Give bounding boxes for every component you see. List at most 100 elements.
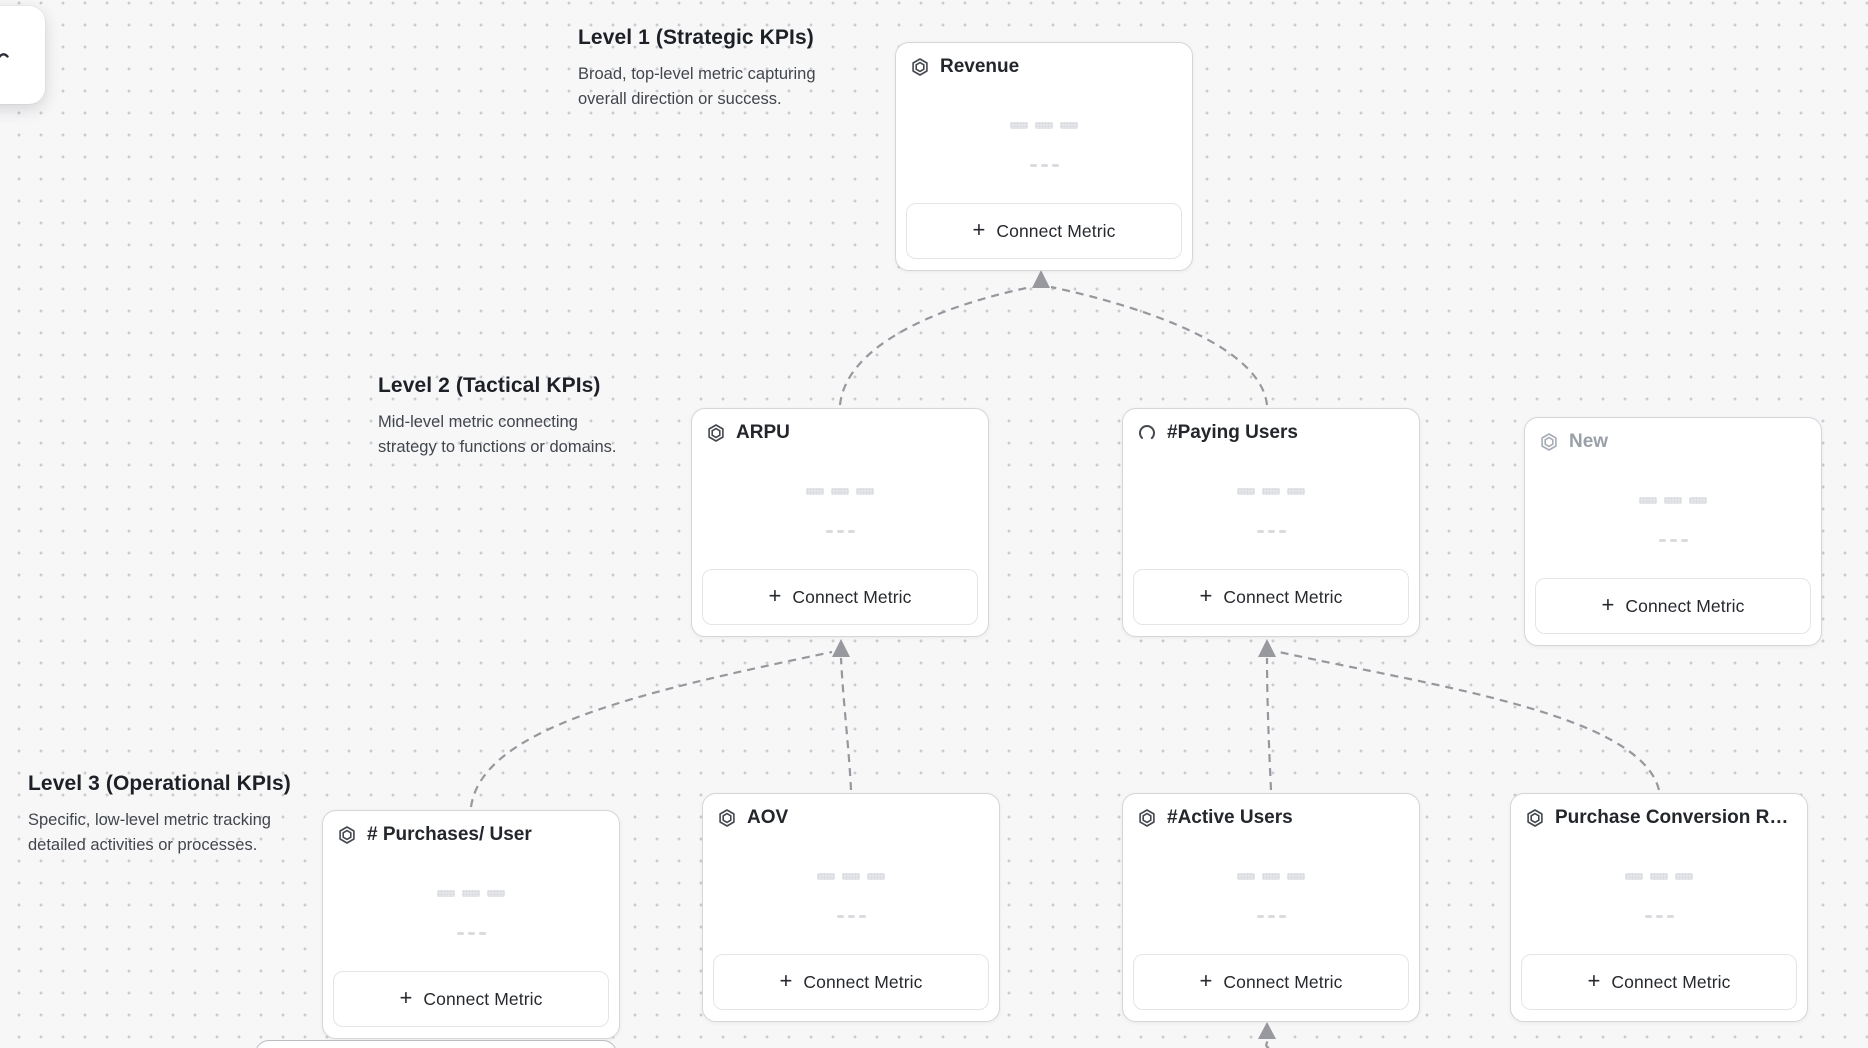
edge-purchases-to-arpu — [469, 650, 833, 808]
hexagon-icon — [706, 423, 726, 443]
connect-metric-label: Connect Metric — [1223, 971, 1343, 992]
level-1-title: Level 1 (Strategic KPIs) — [578, 26, 814, 49]
edge-arrowhead-activeusers — [1258, 1022, 1276, 1039]
card-header: #Active Users — [1137, 807, 1407, 829]
connect-metric-label: Connect Metric — [1611, 971, 1731, 992]
plus-icon: + — [779, 968, 793, 993]
edge-payingusers-to-revenue — [1050, 285, 1269, 406]
toolbar-panel-fragment[interactable] — [0, 6, 45, 104]
skeleton-axis-placeholder — [323, 932, 619, 935]
card-title: New — [1569, 431, 1609, 452]
connect-metric-label: Connect Metric — [996, 220, 1116, 241]
metric-card-purchase-conversion-rate[interactable]: Purchase Conversion Rate + Connect Metri… — [1510, 793, 1808, 1022]
level-1-desc-line2: overall direction or success. — [578, 90, 782, 108]
metric-card-new[interactable]: New + Connect Metric — [1524, 417, 1822, 646]
skeleton-axis-placeholder — [896, 164, 1192, 167]
skeleton-chart-placeholder — [1511, 873, 1807, 880]
level-3-desc-line1: Specific, low-level metric tracking — [28, 811, 271, 829]
level-1-desc-line1: Broad, top-level metric capturing — [578, 65, 816, 83]
cursor-glyph-icon — [0, 53, 9, 59]
metric-card-revenue[interactable]: Revenue + Connect Metric — [895, 42, 1193, 271]
spinner-icon — [1137, 423, 1157, 443]
card-title: Purchase Conversion Rate — [1555, 807, 1795, 828]
connect-metric-button[interactable]: + Connect Metric — [906, 203, 1182, 259]
connect-metric-button[interactable]: + Connect Metric — [333, 971, 609, 1027]
skeleton-axis-placeholder — [1511, 915, 1807, 918]
connect-metric-label: Connect Metric — [1625, 595, 1745, 616]
connect-metric-label: Connect Metric — [792, 586, 912, 607]
hexagon-icon — [1525, 808, 1545, 828]
level-2-label: Level 2 (Tactical KPIs) Mid-level metric… — [378, 374, 616, 460]
hexagon-icon — [717, 808, 737, 828]
metric-card-partial-bottom[interactable] — [255, 1040, 617, 1048]
card-title: Revenue — [940, 56, 1020, 77]
skeleton-chart-placeholder — [323, 890, 619, 897]
card-title: #Paying Users — [1167, 422, 1298, 443]
metric-card-arpu[interactable]: ARPU + Connect Metric — [691, 408, 989, 637]
skeleton-chart-placeholder — [1123, 488, 1419, 495]
hexagon-icon — [337, 825, 357, 845]
edge-arpu-to-revenue — [838, 285, 1032, 406]
level-2-desc-line1: Mid-level metric connecting — [378, 413, 578, 431]
level-3-title: Level 3 (Operational KPIs) — [28, 772, 291, 795]
plus-icon: + — [1587, 968, 1601, 993]
edge-pcr-to-payingusers — [1278, 650, 1661, 791]
card-title: AOV — [747, 807, 789, 828]
card-header: AOV — [717, 807, 987, 829]
skeleton-chart-placeholder — [896, 122, 1192, 129]
level-1-description: Broad, top-level metric capturing overal… — [578, 62, 816, 112]
connect-metric-button[interactable]: + Connect Metric — [1133, 569, 1409, 625]
skeleton-axis-placeholder — [703, 915, 999, 918]
level-2-description: Mid-level metric connecting strategy to … — [378, 410, 616, 460]
card-header: Revenue — [910, 56, 1180, 78]
card-title: #Active Users — [1167, 807, 1293, 828]
edge-arrowhead-revenue — [1032, 270, 1050, 288]
skeleton-axis-placeholder — [692, 530, 988, 533]
metric-card-paying-users[interactable]: #Paying Users + Connect Metric — [1122, 408, 1420, 637]
connect-metric-button[interactable]: + Connect Metric — [1133, 954, 1409, 1010]
connect-metric-label: Connect Metric — [803, 971, 923, 992]
card-header: ARPU — [706, 422, 976, 444]
connect-metric-button[interactable]: + Connect Metric — [702, 569, 978, 625]
skeleton-axis-placeholder — [1123, 915, 1419, 918]
card-header: #Paying Users — [1137, 422, 1407, 444]
plus-icon: + — [399, 985, 413, 1010]
hexagon-icon — [1137, 808, 1157, 828]
level-3-description: Specific, low-level metric tracking deta… — [28, 808, 291, 858]
edge-offscreen-to-activeusers — [1265, 1037, 1270, 1048]
plus-icon: + — [1601, 592, 1615, 617]
edge-arrowhead-arpu — [832, 639, 850, 657]
plus-icon: + — [972, 217, 986, 242]
skeleton-axis-placeholder — [1123, 530, 1419, 533]
connect-metric-button[interactable]: + Connect Metric — [713, 954, 989, 1010]
metric-card-aov[interactable]: AOV + Connect Metric — [702, 793, 1000, 1022]
connect-metric-label: Connect Metric — [1223, 586, 1343, 607]
card-title: ARPU — [736, 422, 790, 443]
plus-icon: + — [768, 583, 782, 608]
card-header: Purchase Conversion Rate — [1525, 807, 1795, 829]
edge-activeusers-to-payingusers — [1265, 657, 1273, 791]
hexagon-icon — [910, 57, 930, 77]
skeleton-axis-placeholder — [1525, 539, 1821, 542]
metric-card-purchases-per-user[interactable]: # Purchases/ User + Connect Metric — [322, 810, 620, 1039]
skeleton-chart-placeholder — [703, 873, 999, 880]
level-2-desc-line2: strategy to functions or domains. — [378, 438, 617, 456]
card-header: # Purchases/ User — [337, 824, 607, 846]
edge-aov-to-arpu — [839, 657, 853, 791]
level-3-desc-line2: detailed activities or processes. — [28, 836, 258, 854]
connect-metric-button[interactable]: + Connect Metric — [1521, 954, 1797, 1010]
skeleton-chart-placeholder — [692, 488, 988, 495]
card-title: # Purchases/ User — [367, 824, 532, 845]
metric-card-active-users[interactable]: #Active Users + Connect Metric — [1122, 793, 1420, 1022]
plus-icon: + — [1199, 583, 1213, 608]
card-header: New — [1539, 431, 1809, 453]
connect-metric-label: Connect Metric — [423, 988, 543, 1009]
connect-metric-button[interactable]: + Connect Metric — [1535, 578, 1811, 634]
hexagon-icon — [1539, 432, 1559, 452]
edge-arrowhead-payingusers — [1258, 639, 1276, 657]
skeleton-chart-placeholder — [1525, 497, 1821, 504]
level-2-title: Level 2 (Tactical KPIs) — [378, 374, 601, 397]
level-1-label: Level 1 (Strategic KPIs) Broad, top-leve… — [578, 26, 816, 112]
plus-icon: + — [1199, 968, 1213, 993]
